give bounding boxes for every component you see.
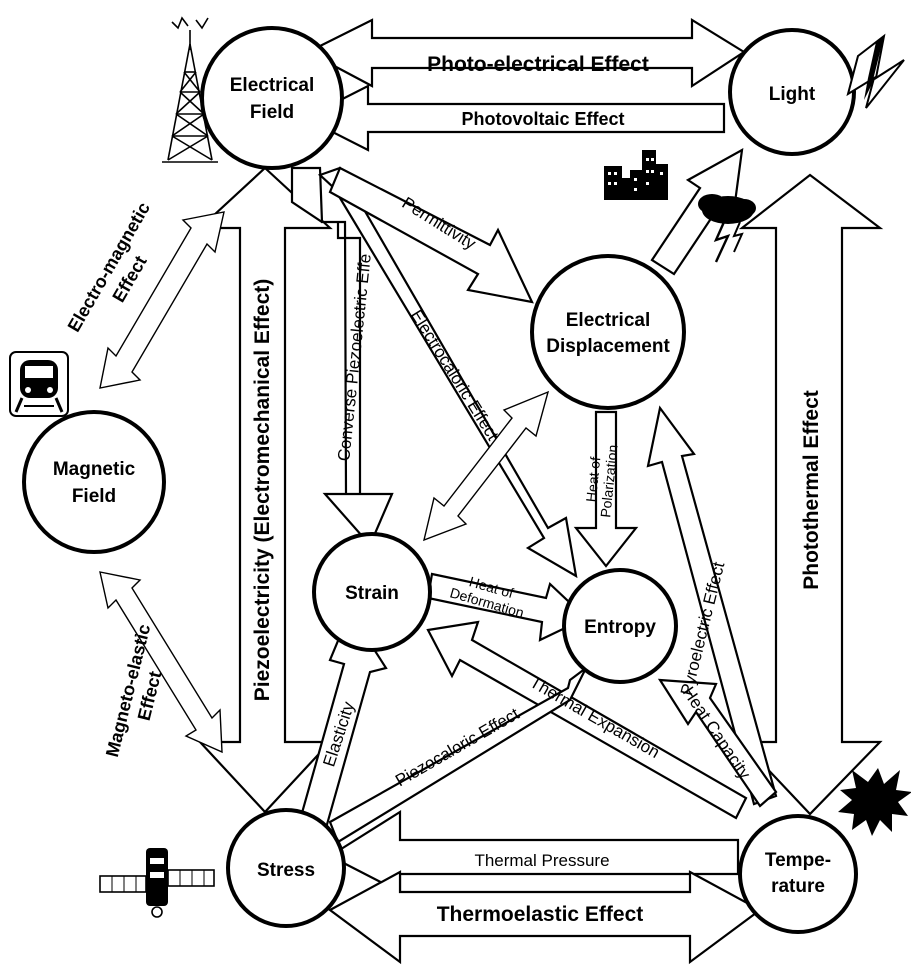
electrocaloric-arrow bbox=[317, 166, 578, 579]
photo-electrical-label: Photo-electrical Effect bbox=[427, 53, 649, 76]
piezocaloric-label: Piezocaloric Effect bbox=[392, 704, 523, 790]
light-label: Light bbox=[769, 84, 816, 105]
photovoltaic-arrow bbox=[302, 84, 726, 152]
city-skyline-icon bbox=[604, 150, 668, 200]
electrical-displacement-node: Electrical Displacement bbox=[530, 254, 686, 410]
thermal-expansion-label: Thermal Expansion bbox=[527, 672, 663, 762]
temperature-node: Tempe- rature bbox=[738, 814, 858, 934]
electrical-displacement-label-line1: Electrical bbox=[566, 310, 651, 331]
permittivity-arrow bbox=[328, 166, 534, 304]
displacement-light-arrow bbox=[650, 147, 744, 276]
magnetic-field-node: Magnetic Field bbox=[22, 410, 166, 554]
strain-label: Strain bbox=[345, 583, 399, 604]
magneto-elastic-arrow bbox=[99, 571, 223, 754]
heat-capacity-arrow bbox=[657, 678, 778, 808]
photothermal-label: Photothermal Effect bbox=[800, 390, 823, 590]
entropy-label: Entropy bbox=[584, 617, 656, 638]
thermal-pressure-label: Thermal Pressure bbox=[474, 851, 609, 870]
magnetic-field-label-line1: Magnetic bbox=[53, 459, 136, 480]
heat-of-polarization-label: Heat of Polarization bbox=[583, 444, 621, 518]
satellite-icon bbox=[99, 848, 215, 918]
photovoltaic-label: Photovoltaic Effect bbox=[461, 109, 624, 129]
converse-piezoelectric-arrow bbox=[290, 166, 394, 548]
piezoelectricity-label: Piezoelectricity (Electromechanical Effe… bbox=[251, 279, 274, 702]
electrical-field-label-line1: Electrical bbox=[230, 75, 315, 96]
thermal-expansion-arrow bbox=[426, 620, 748, 820]
storm-cloud-icon bbox=[698, 194, 756, 263]
magnetic-field-label-line2: Field bbox=[72, 486, 116, 507]
temperature-label-line2: rature bbox=[771, 876, 825, 897]
sunburst-icon bbox=[838, 768, 911, 836]
electrocaloric-label: Electrocaloric Effect bbox=[407, 306, 503, 443]
temperature-label-line1: Tempe- bbox=[765, 850, 831, 871]
heat-of-polarization-line2: Polarization bbox=[597, 444, 621, 518]
heat-of-polarization-line1: Heat of bbox=[583, 456, 604, 503]
thermoelastic-label: Thermoelastic Effect bbox=[437, 903, 644, 926]
electrical-field-node: Electrical Field bbox=[200, 26, 344, 170]
train-icon bbox=[9, 351, 69, 417]
photothermal-arrow bbox=[738, 173, 884, 816]
lightning-bolt-icon bbox=[846, 33, 905, 109]
electrical-field-label-line2: Field bbox=[250, 102, 294, 123]
electro-magnetic-arrow bbox=[99, 211, 225, 389]
heat-of-polarization-arrow bbox=[573, 410, 639, 568]
stress-label: Stress bbox=[257, 860, 315, 881]
radio-tower-icon bbox=[162, 16, 218, 163]
electrical-displacement-label-line2: Displacement bbox=[546, 336, 670, 357]
converse-piezoelectric-label: Converse Piezoelectric Effe bbox=[334, 253, 375, 462]
stress-node: Stress bbox=[226, 808, 346, 928]
strain-displacement-arrow bbox=[423, 390, 550, 542]
entropy-node: Entropy bbox=[562, 568, 678, 684]
strain-node: Strain bbox=[312, 532, 432, 652]
light-node: Light bbox=[728, 28, 856, 156]
